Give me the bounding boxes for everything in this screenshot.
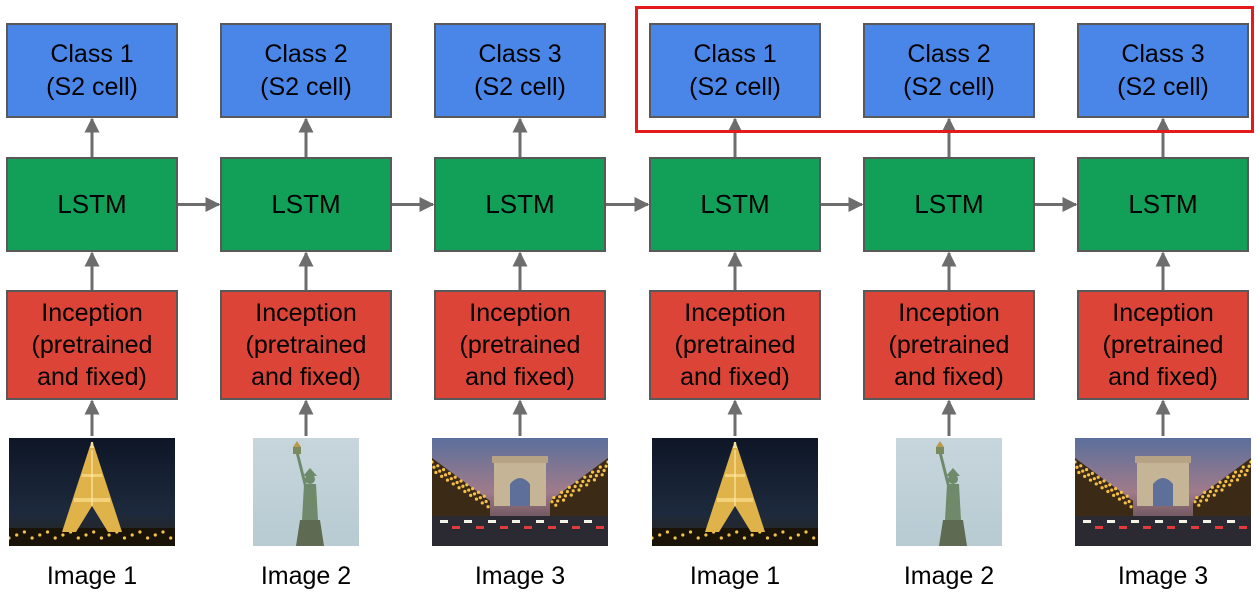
class-box-6: Class 3 (S2 cell) [1077,23,1249,118]
lstm-box-6: LSTM [1077,157,1249,252]
photo-arc [432,438,608,546]
class-box-3: Class 3 (S2 cell) [434,23,606,118]
lstm-box-5: LSTM [863,157,1035,252]
image-caption: Image 2 [260,562,352,590]
class-label: Class 2 (S2 cell) [903,39,995,101]
photo-eiffel [652,438,818,546]
inception-box-5: Inception (pretrained and fixed) [863,290,1035,400]
lstm-label: LSTM [271,189,341,219]
class-label: Class 2 (S2 cell) [260,39,352,101]
lstm-label: LSTM [700,189,770,219]
lstm-box-4: LSTM [649,157,821,252]
image-caption: Image 1 [46,562,138,590]
image-caption: Image 1 [689,562,781,590]
lstm-label: LSTM [57,189,127,219]
inception-box-3: Inception (pretrained and fixed) [434,290,606,400]
image-caption: Image 2 [903,562,995,590]
image-caption: Image 3 [474,562,566,590]
lstm-label: LSTM [485,189,555,219]
lstm-label: LSTM [914,189,984,219]
photo-eiffel [9,438,175,546]
inception-box-4: Inception (pretrained and fixed) [649,290,821,400]
photo-liberty [896,438,1002,546]
class-label: Class 1 (S2 cell) [689,39,781,101]
inception-label: Inception (pretrained and fixed) [31,299,153,391]
inception-box-6: Inception (pretrained and fixed) [1077,290,1249,400]
lstm-label: LSTM [1128,189,1198,219]
class-box-2: Class 2 (S2 cell) [220,23,392,118]
class-label: Class 3 (S2 cell) [1117,39,1209,101]
inception-label: Inception (pretrained and fixed) [459,299,581,391]
class-box-1: Class 1 (S2 cell) [6,23,178,118]
class-box-4: Class 1 (S2 cell) [649,23,821,118]
class-box-5: Class 2 (S2 cell) [863,23,1035,118]
lstm-box-2: LSTM [220,157,392,252]
inception-label: Inception (pretrained and fixed) [888,299,1010,391]
class-label: Class 1 (S2 cell) [46,39,138,101]
photo-liberty [253,438,359,546]
inception-box-2: Inception (pretrained and fixed) [220,290,392,400]
image-caption: Image 3 [1117,562,1209,590]
inception-box-1: Inception (pretrained and fixed) [6,290,178,400]
inception-label: Inception (pretrained and fixed) [674,299,796,391]
lstm-box-1: LSTM [6,157,178,252]
photo-arc [1075,438,1251,546]
lstm-box-3: LSTM [434,157,606,252]
inception-label: Inception (pretrained and fixed) [1102,299,1224,391]
inception-label: Inception (pretrained and fixed) [245,299,367,391]
class-label: Class 3 (S2 cell) [474,39,566,101]
